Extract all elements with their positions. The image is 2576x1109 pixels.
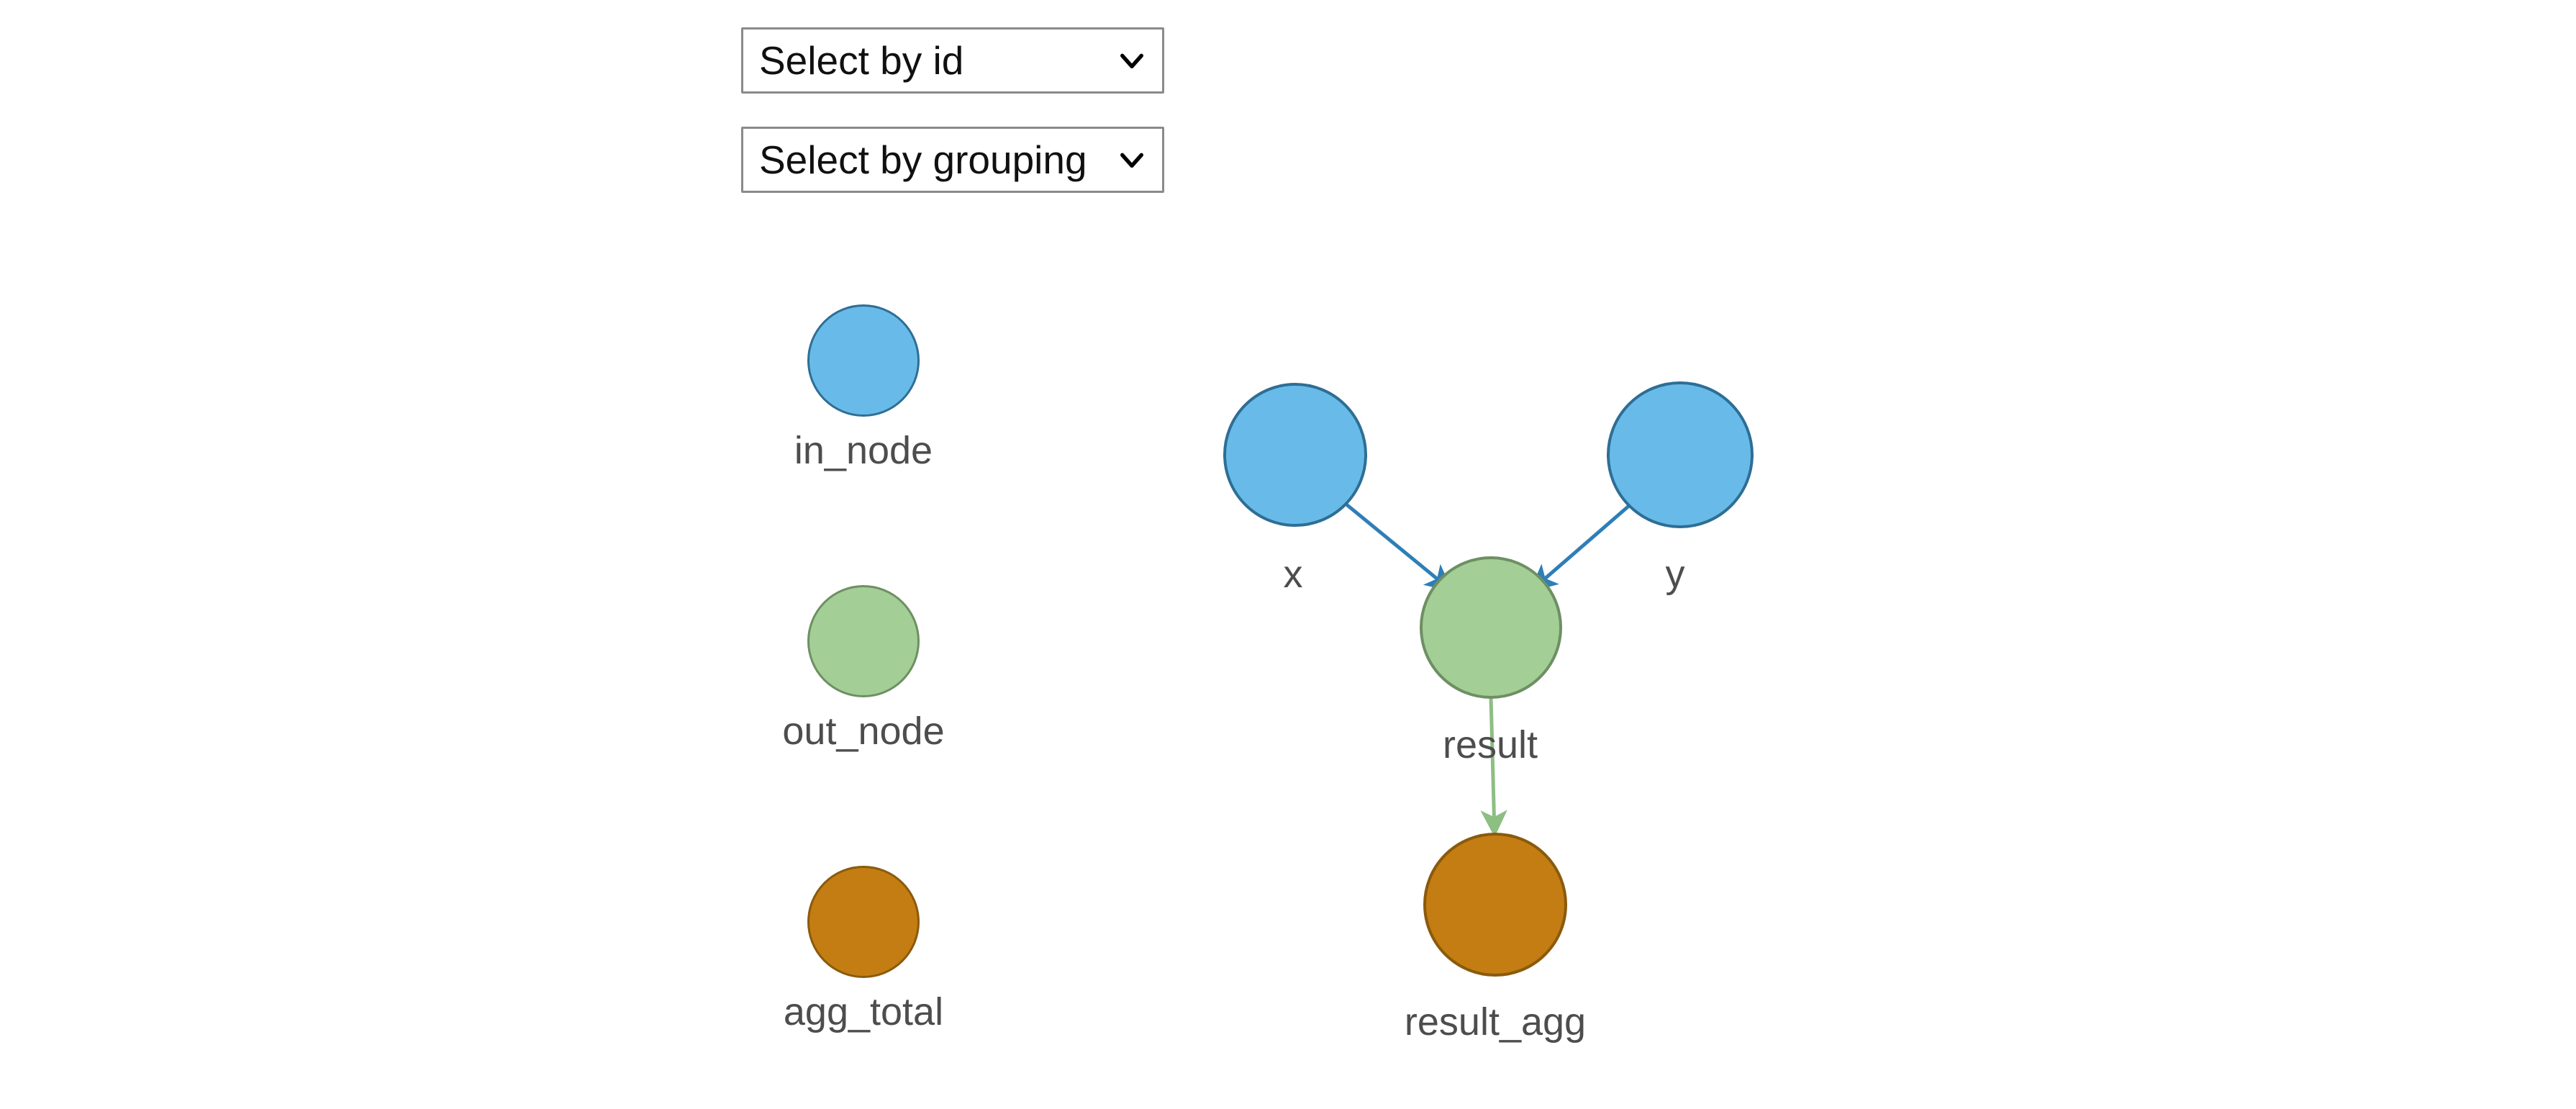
orange-circle-swatch	[807, 866, 920, 978]
select-by-id-dropdown[interactable]: Select by id	[741, 27, 1164, 94]
edge-y-to-result	[1530, 503, 1632, 592]
graph-node-result-agg[interactable]	[1423, 833, 1567, 977]
graph-node-x[interactable]	[1223, 383, 1367, 527]
chevron-down-icon	[1120, 53, 1143, 69]
edge-x-to-result	[1344, 502, 1453, 592]
graph-node-label-result-agg: result_agg	[1404, 1000, 1587, 1044]
graph-node-label-result: result	[1442, 723, 1538, 766]
graph-node-result[interactable]	[1420, 556, 1562, 699]
legend-label-in-node: in_node	[794, 429, 933, 472]
legend-item-out-node[interactable]: out_node	[712, 585, 1015, 751]
graph-node-label-x: x	[1283, 553, 1303, 596]
legend-label-out-node: out_node	[782, 710, 945, 753]
chevron-down-icon	[1120, 153, 1143, 168]
legend-label-agg-total: agg_total	[783, 990, 944, 1033]
legend-item-in-node[interactable]: in_node	[712, 304, 1015, 470]
legend-item-agg-total[interactable]: agg_total	[712, 866, 1015, 1031]
graph-node-label-y: y	[1665, 553, 1685, 596]
graph-nodes	[1223, 381, 1754, 977]
blue-circle-swatch	[807, 304, 920, 417]
select-by-grouping-label: Select by grouping	[759, 137, 1087, 182]
green-circle-swatch	[807, 585, 920, 697]
select-by-id-label: Select by id	[759, 37, 964, 83]
select-by-grouping-dropdown[interactable]: Select by grouping	[741, 127, 1164, 193]
graph-node-y[interactable]	[1607, 381, 1754, 528]
